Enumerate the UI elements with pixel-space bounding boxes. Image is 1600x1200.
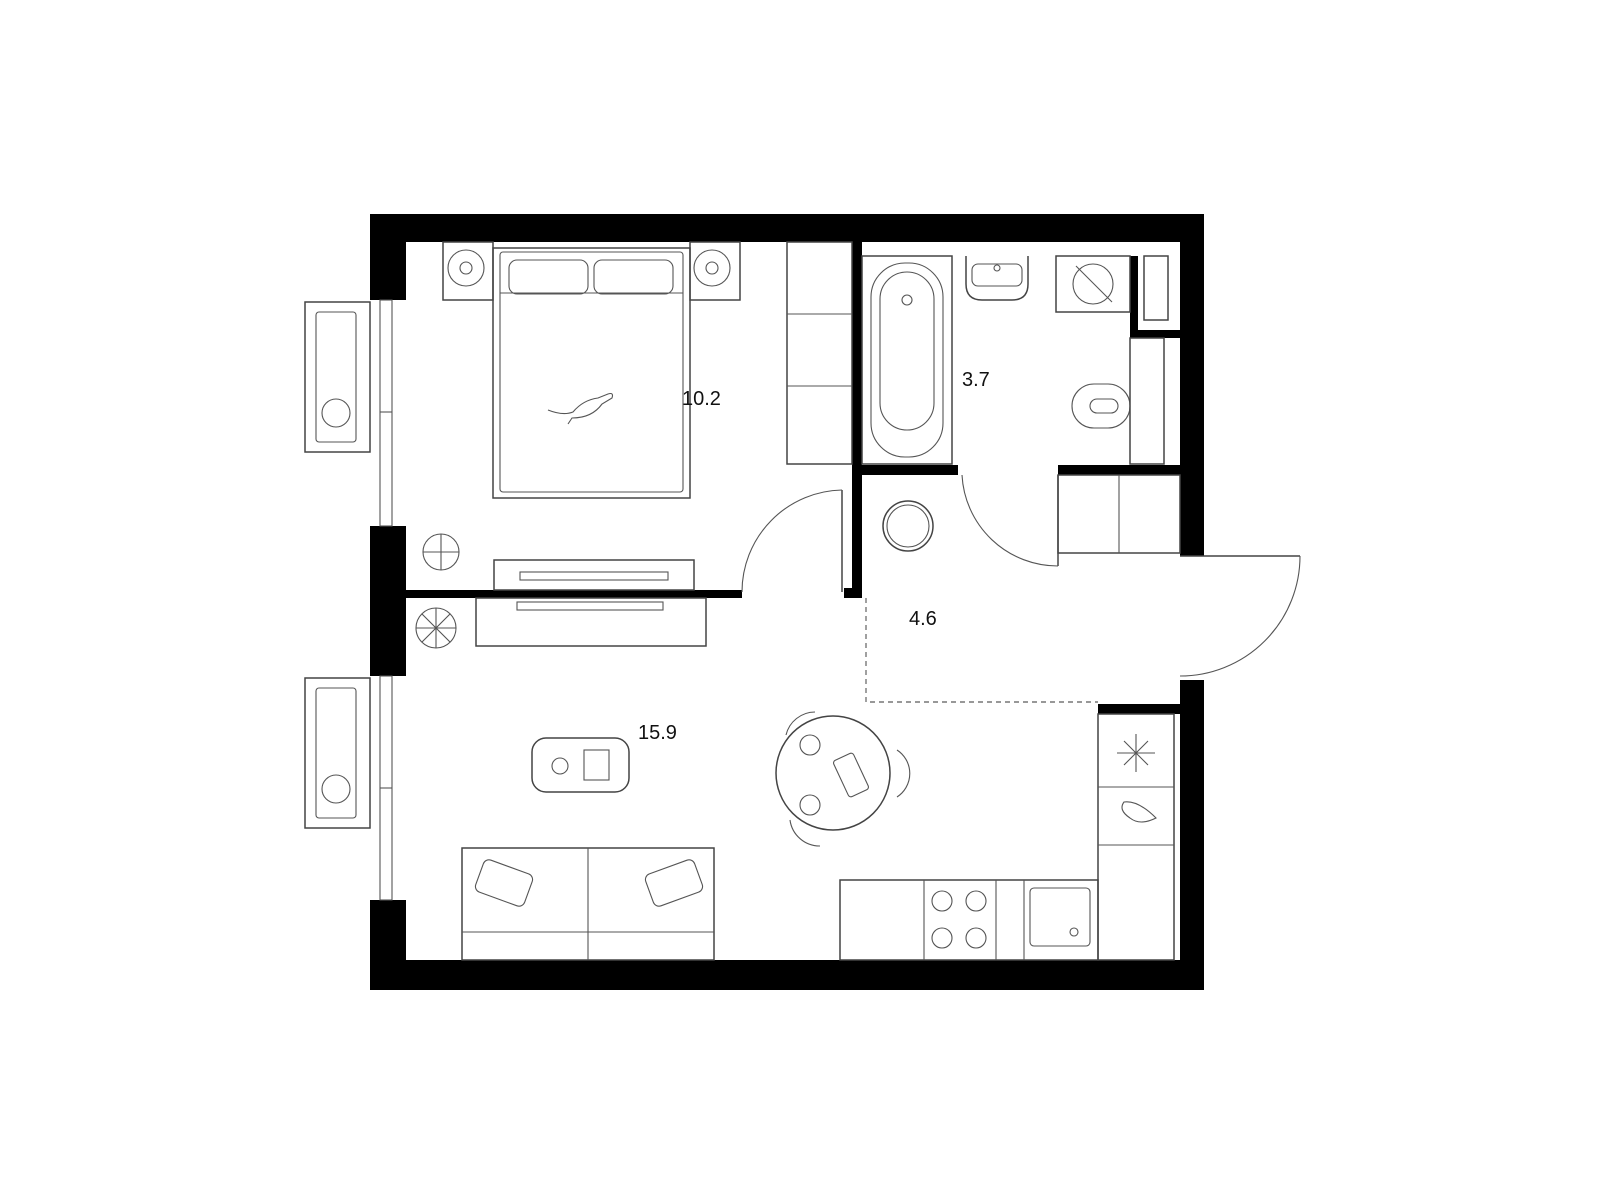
zone-boundary	[865, 598, 1098, 703]
coffee-table	[531, 737, 630, 793]
bedroom-door	[741, 489, 843, 593]
kitchen-counter	[839, 713, 1175, 961]
sink	[965, 256, 1029, 301]
entrance-door	[1179, 555, 1301, 677]
bed	[442, 241, 741, 499]
room-area-living: 15.9	[638, 722, 677, 744]
tv-stand	[475, 559, 707, 647]
room-area-bathroom: 3.7	[962, 369, 990, 391]
walls	[370, 214, 1204, 990]
bathroom-door	[961, 474, 1059, 567]
washing-machine	[1055, 255, 1131, 313]
sofa	[461, 847, 715, 961]
room-area-hallway: 4.6	[909, 608, 937, 630]
plant-living	[415, 607, 457, 649]
plant-bedroom	[422, 533, 460, 571]
toilet	[1071, 337, 1165, 465]
hall-closet	[1057, 474, 1181, 554]
round-stool	[882, 500, 934, 552]
shaft	[1143, 255, 1169, 321]
window-bottom	[304, 675, 393, 901]
dining-table	[775, 711, 911, 847]
bathtub	[861, 255, 953, 465]
wardrobe	[786, 241, 853, 465]
room-area-bedroom: 10.2	[682, 388, 721, 410]
window-top	[304, 299, 393, 527]
